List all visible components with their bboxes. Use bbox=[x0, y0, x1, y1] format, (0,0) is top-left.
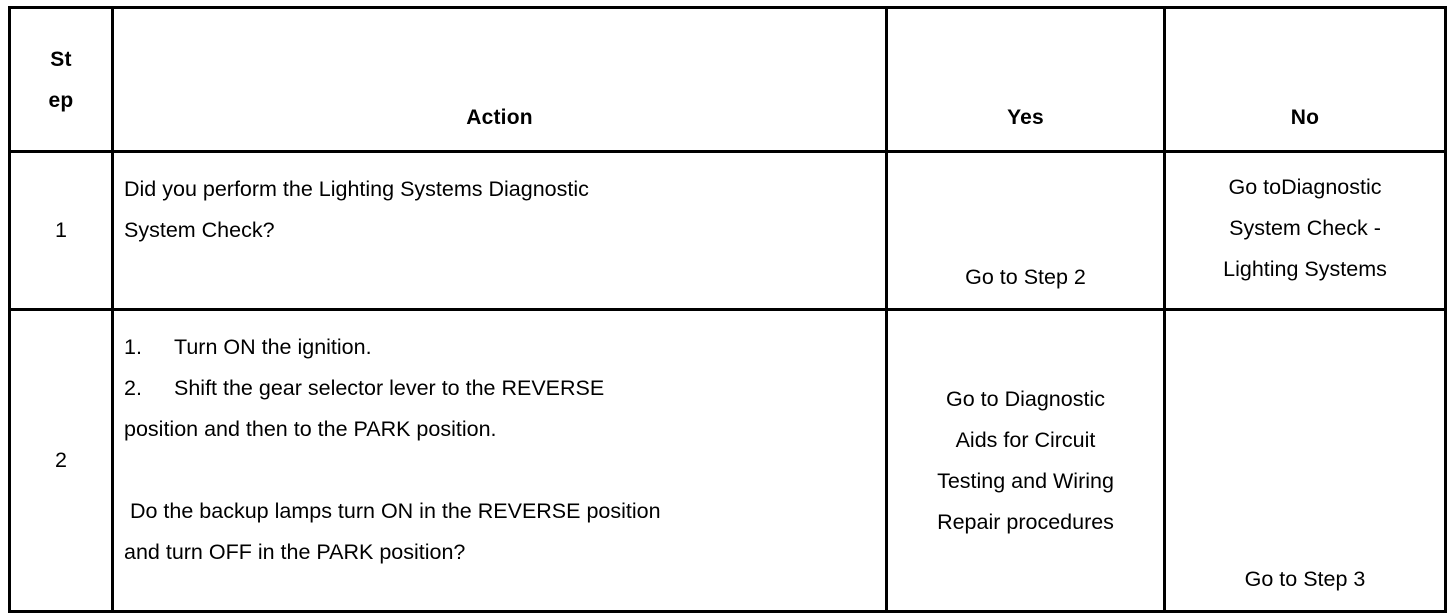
header-step-inner: St ep bbox=[11, 9, 111, 150]
header-cell-step: St ep bbox=[8, 6, 114, 153]
row-2-action-question-line-2: and turn OFF in the PARK position? bbox=[124, 540, 466, 564]
header-cell-action: Action bbox=[111, 6, 888, 153]
row-2-list-marker-1: 1. bbox=[124, 335, 142, 359]
row-2-action-cell: 1. Turn ON the ignition. 2. Shift the ge… bbox=[111, 308, 888, 613]
row-2-yes-cell: Go to Diagnostic Aids for Circuit Testin… bbox=[885, 308, 1166, 613]
row-1-no-line-1: Go toDiagnostic bbox=[1228, 175, 1382, 199]
header-action-inner: Action bbox=[114, 9, 885, 150]
row-2-no-line-1: Go to Step 3 bbox=[1244, 567, 1366, 591]
row-2-no-cell: Go to Step 3 bbox=[1163, 308, 1447, 613]
header-cell-no: No bbox=[1163, 6, 1447, 153]
row-2-step-number: 2 bbox=[55, 448, 67, 472]
row-1-yes-line-1: Go to Step 2 bbox=[965, 265, 1086, 289]
table-header-row: St ep Action Yes No bbox=[8, 6, 1447, 153]
table-row: 1 Did you perform the Lighting Systems D… bbox=[8, 150, 1447, 311]
row-2-yes-line-4: Repair procedures bbox=[937, 509, 1114, 534]
row-2-list-text-2: Shift the gear selector lever to the REV… bbox=[174, 376, 605, 400]
header-step-label-line-2: ep bbox=[48, 88, 74, 112]
header-cell-yes: Yes bbox=[885, 6, 1166, 153]
row-2-list-marker-2: 2. bbox=[124, 376, 142, 400]
row-1-no-line-2: System Check - bbox=[1229, 216, 1381, 240]
row-1-no-line-3: Lighting Systems bbox=[1223, 257, 1387, 281]
row-1-step-number: 1 bbox=[55, 218, 67, 242]
row-1-action-line-1: Did you perform the Lighting Systems Dia… bbox=[124, 177, 589, 201]
header-no-inner: No bbox=[1166, 9, 1444, 150]
row-2-action-spacer bbox=[124, 450, 877, 491]
table-row: 2 1. Turn ON the ignition. 2. Shift the … bbox=[8, 308, 1447, 613]
row-2-list-text-1: Turn ON the ignition. bbox=[174, 335, 372, 359]
header-yes-inner: Yes bbox=[888, 9, 1163, 150]
list-item: 1. Turn ON the ignition. bbox=[124, 327, 877, 368]
row-2-yes-text: Go to Diagnostic Aids for Circuit Testin… bbox=[888, 311, 1163, 610]
header-no-label: No bbox=[1290, 106, 1320, 129]
row-2-step-cell: 2 bbox=[8, 308, 114, 613]
list-item: 2. Shift the gear selector lever to the … bbox=[124, 368, 877, 409]
header-action-label: Action bbox=[466, 106, 533, 129]
row-1-action-line-2: System Check? bbox=[124, 218, 275, 242]
row-2-action-question-line-1: Do the backup lamps turn ON in the REVER… bbox=[124, 499, 661, 523]
row-2-no-text: Go to Step 3 bbox=[1166, 311, 1444, 610]
row-2-yes-line-2: Aids for Circuit bbox=[955, 427, 1096, 452]
row-1-action-text: Did you perform the Lighting Systems Dia… bbox=[114, 153, 885, 308]
header-step-label-line-1: St bbox=[50, 47, 72, 71]
row-1-yes-cell: Go to Step 2 bbox=[885, 150, 1166, 311]
row-1-no-text: Go toDiagnostic System Check - Lighting … bbox=[1166, 153, 1444, 308]
row-2-yes-line-3: Testing and Wiring bbox=[937, 468, 1114, 493]
row-2-action-text: 1. Turn ON the ignition. 2. Shift the ge… bbox=[114, 311, 885, 610]
row-1-step-cell: 1 bbox=[8, 150, 114, 311]
row-1-no-cell: Go toDiagnostic System Check - Lighting … bbox=[1163, 150, 1447, 311]
row-1-action-cell: Did you perform the Lighting Systems Dia… bbox=[111, 150, 888, 311]
diagnostic-procedure-table: St ep Action Yes No bbox=[8, 6, 1447, 613]
row-2-numbered-list: 1. Turn ON the ignition. 2. Shift the ge… bbox=[124, 327, 877, 409]
row-2-action-continuation: position and then to the PARK position. bbox=[124, 417, 497, 441]
header-yes-label: Yes bbox=[1007, 106, 1044, 129]
row-1-yes-text: Go to Step 2 bbox=[888, 153, 1163, 308]
row-2-yes-line-1: Go to Diagnostic bbox=[946, 386, 1105, 411]
